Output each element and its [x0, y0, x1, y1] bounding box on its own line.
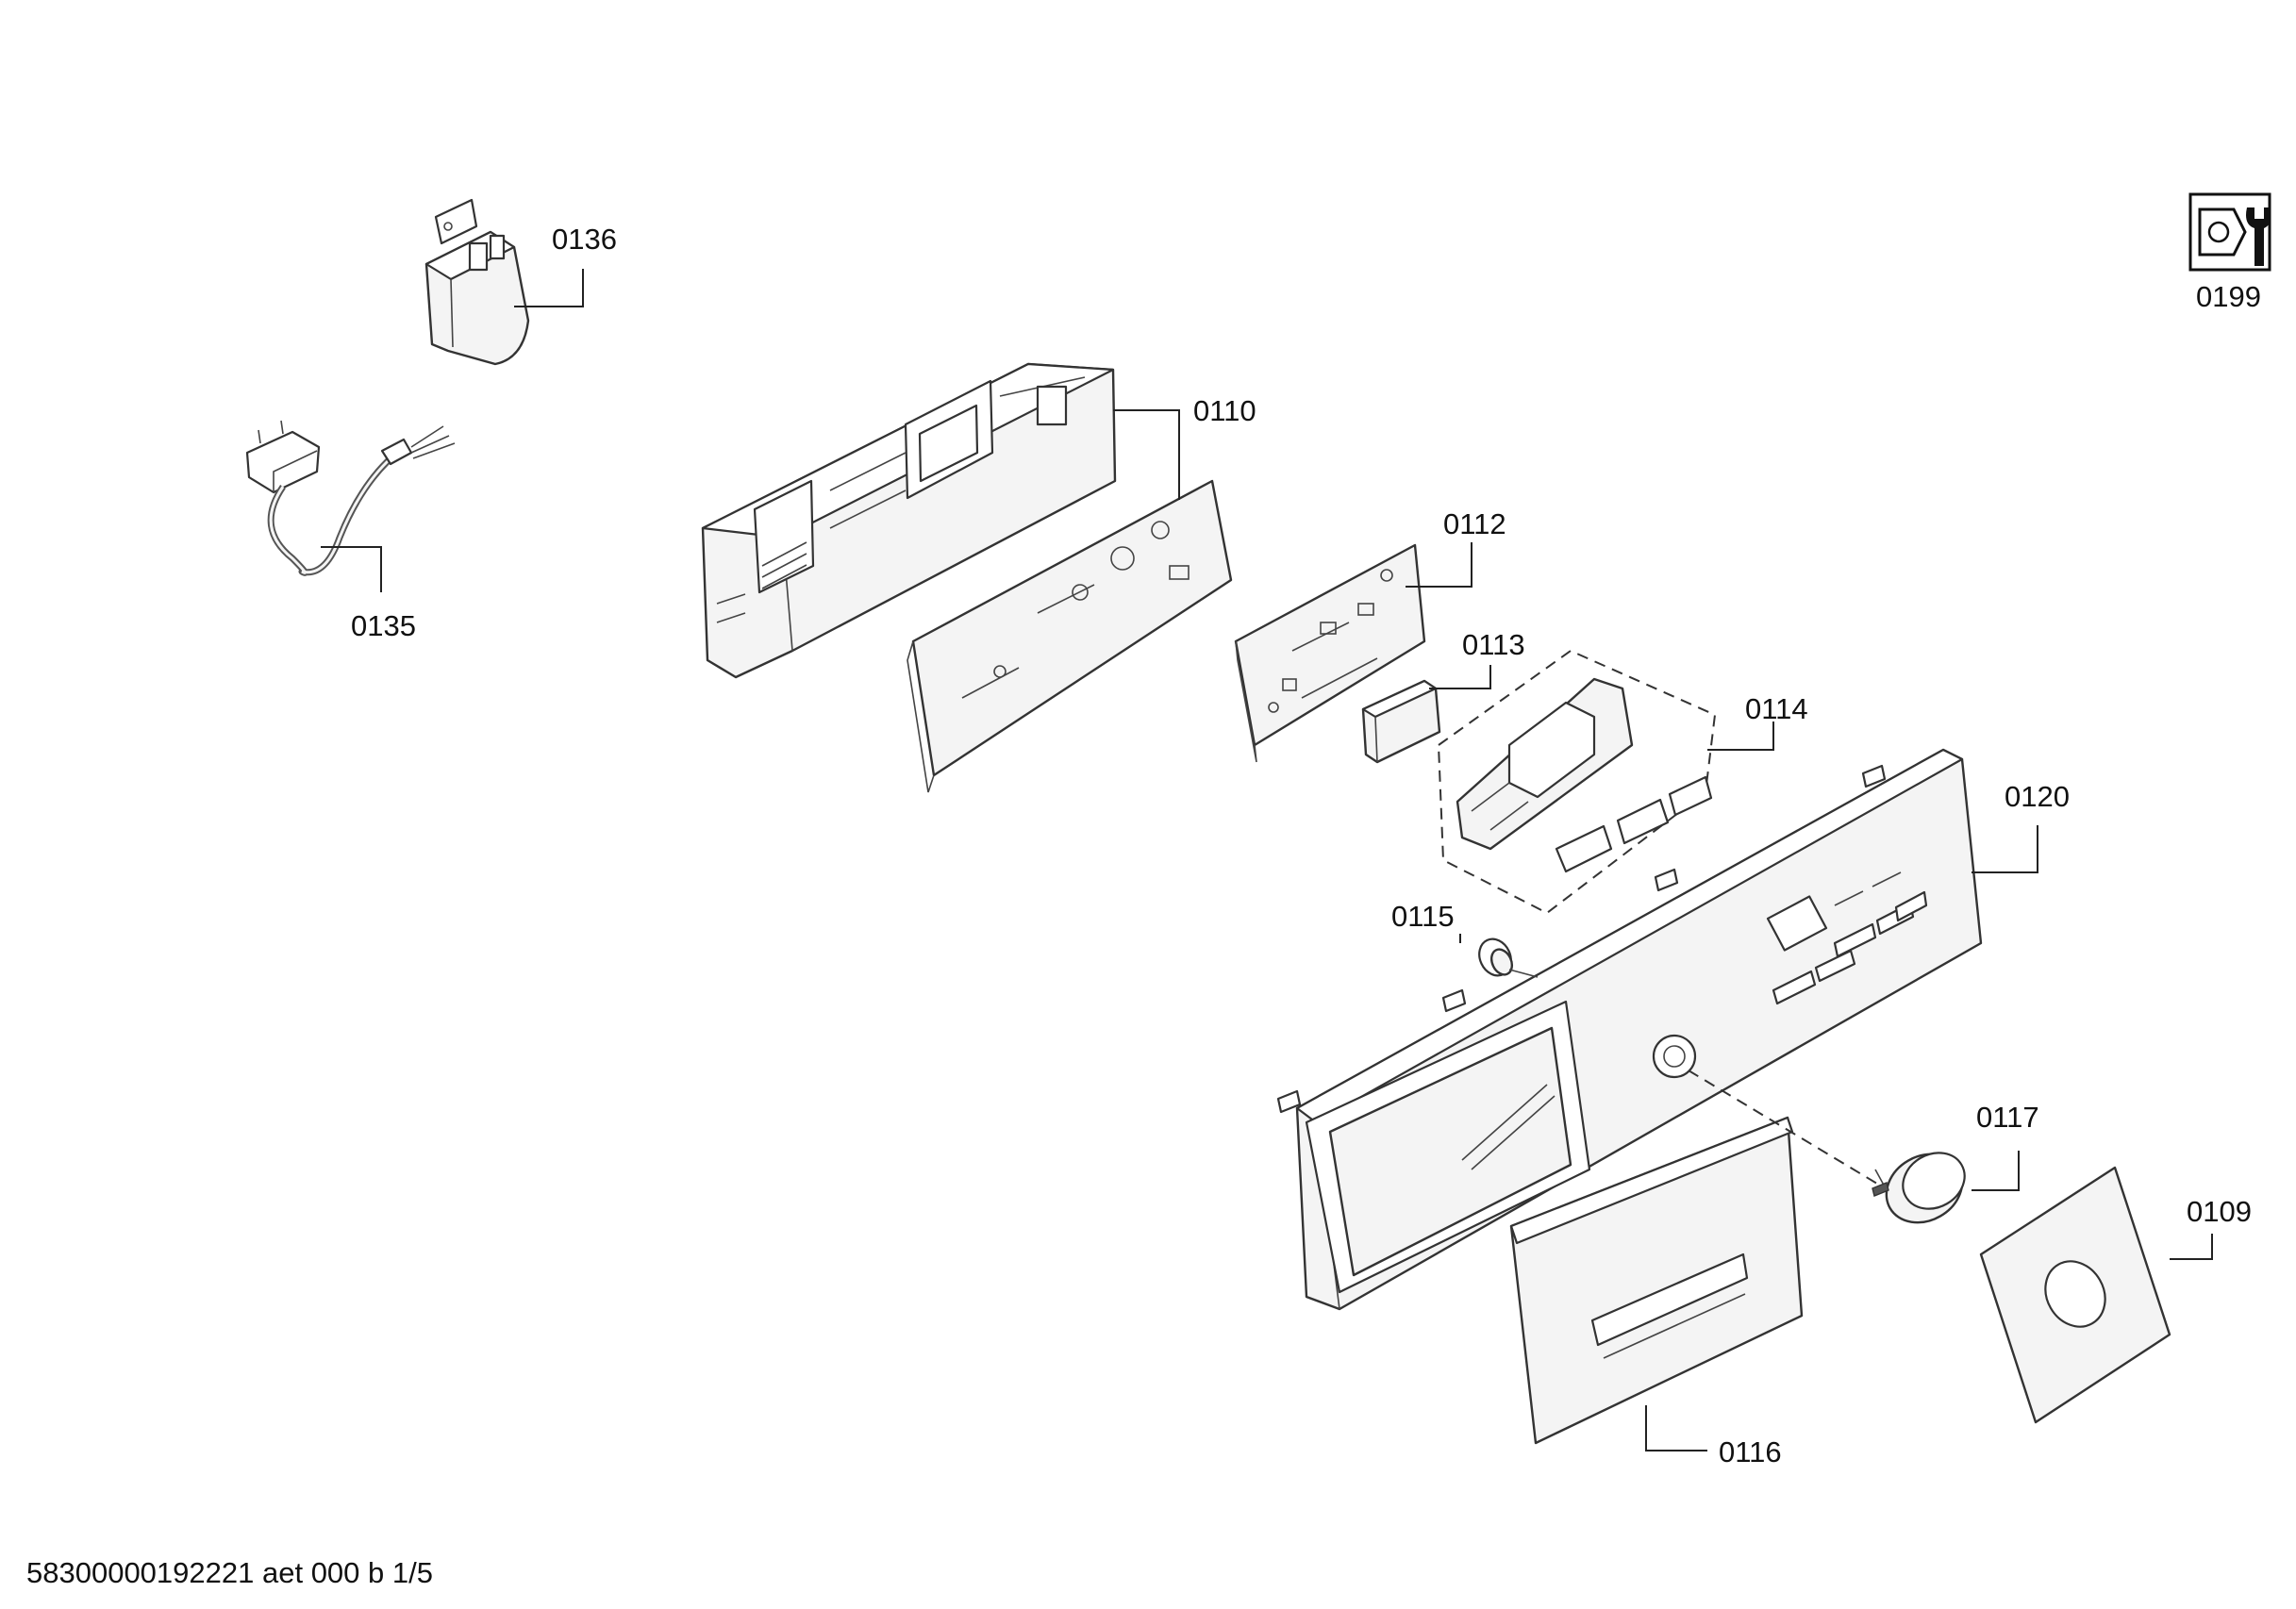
label-0115: 0115 [1391, 900, 1455, 933]
label-0136: 0136 [552, 223, 617, 256]
part-0110-main-board[interactable] [907, 479, 1233, 793]
label-0120: 0120 [2005, 780, 2070, 813]
label-0112: 0112 [1443, 507, 1506, 540]
label-0116: 0116 [1719, 1435, 1782, 1468]
part-0112-display-board[interactable] [1234, 543, 1426, 763]
part-0113-small-module[interactable] [1361, 679, 1441, 764]
part-0136-filter[interactable] [424, 198, 530, 366]
part-0115-bearing[interactable] [1473, 934, 1539, 981]
part-0117-selector-knob[interactable] [1872, 1141, 1974, 1236]
part-0114-button-carrier[interactable] [1437, 649, 1717, 915]
label-0114: 0114 [1745, 692, 1808, 725]
wrench-nut-icon [2188, 192, 2271, 272]
part-0110-module-housing[interactable] [701, 362, 1117, 679]
document-id: 58300000192221 aet 000 b 1/5 [26, 1556, 433, 1589]
part-0109-trim-panel[interactable] [1979, 1166, 2171, 1424]
leader-lines [321, 269, 2213, 1451]
part-0135-power-cord[interactable] [245, 420, 456, 576]
label-0113: 0113 [1462, 628, 1525, 661]
part-0120-control-panel[interactable] [1276, 748, 1983, 1311]
label-0110: 0110 [1193, 394, 1256, 427]
label-0117: 0117 [1976, 1101, 2039, 1134]
label-0135: 0135 [351, 609, 416, 642]
part-0116-drawer-handle[interactable] [1509, 1116, 1804, 1445]
label-0109: 0109 [2187, 1195, 2252, 1228]
label-0199: 0199 [2196, 280, 2261, 313]
